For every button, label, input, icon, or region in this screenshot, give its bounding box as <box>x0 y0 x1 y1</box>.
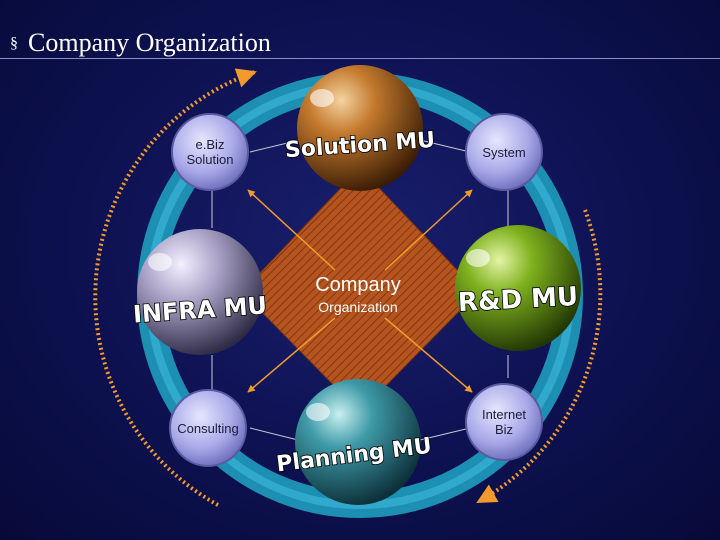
small-node-internet-line2: Biz <box>495 422 513 437</box>
small-node-ebiz-solution: e.Biz Solution <box>172 114 248 190</box>
small-node-system-label: System <box>482 145 525 160</box>
center-label-company: Company <box>315 274 401 296</box>
mu-label-rnd: R&D MU <box>457 282 579 318</box>
small-node-ebiz-line1: e.Biz <box>196 137 225 152</box>
small-node-consulting: Consulting <box>170 390 246 466</box>
mu-sphere-rnd: R&D MU <box>455 225 581 351</box>
small-node-consulting-label: Consulting <box>177 421 238 436</box>
small-node-internet-line1: Internet <box>482 407 526 422</box>
center-label-organization: Organization <box>318 299 397 315</box>
small-node-internet-biz: Internet Biz <box>466 384 542 460</box>
small-node-system: System <box>466 114 542 190</box>
small-node-ebiz-line2: Solution <box>187 152 234 167</box>
